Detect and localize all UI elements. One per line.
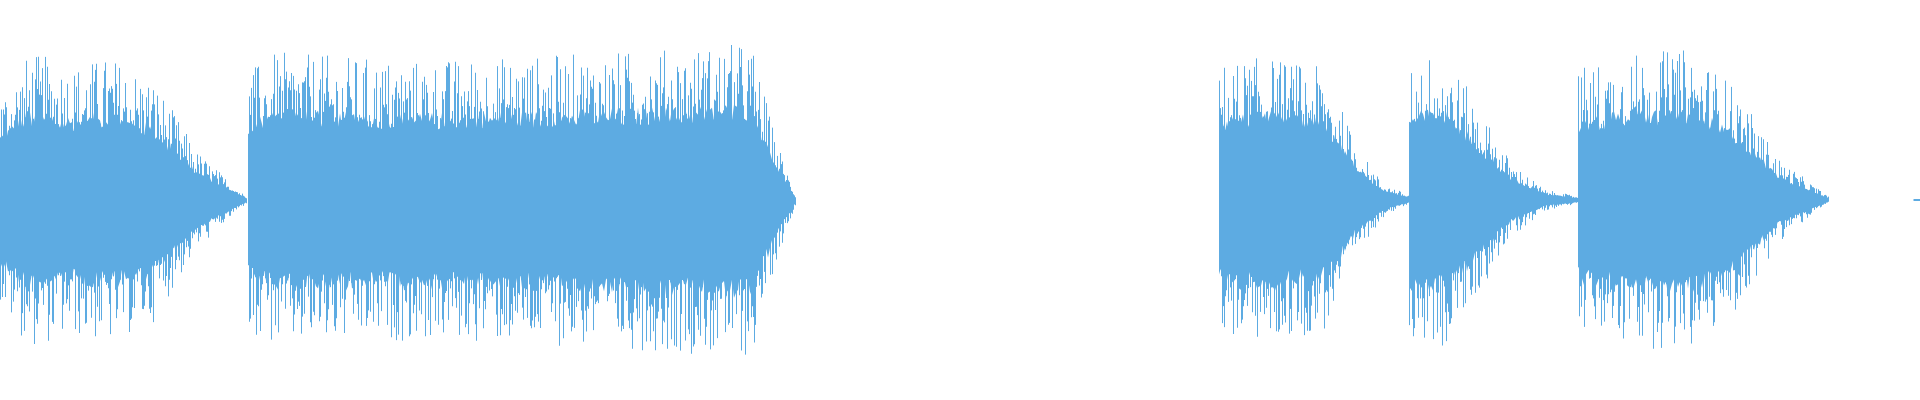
waveform-peaks (1913, 199, 1920, 201)
waveform-segment-6 (1913, 199, 1920, 201)
waveform-segment-5 (1578, 50, 1829, 349)
waveform-peaks (0, 56, 247, 344)
waveform-segment-4 (1409, 60, 1579, 346)
waveform-peaks (1578, 50, 1829, 349)
waveform-segment-2 (248, 45, 796, 355)
waveform-segment-3 (1219, 58, 1412, 337)
waveform-segment-1 (0, 56, 247, 344)
waveform-peaks (1409, 60, 1579, 346)
waveform-peaks (248, 45, 796, 355)
waveform-peaks (1219, 58, 1412, 337)
